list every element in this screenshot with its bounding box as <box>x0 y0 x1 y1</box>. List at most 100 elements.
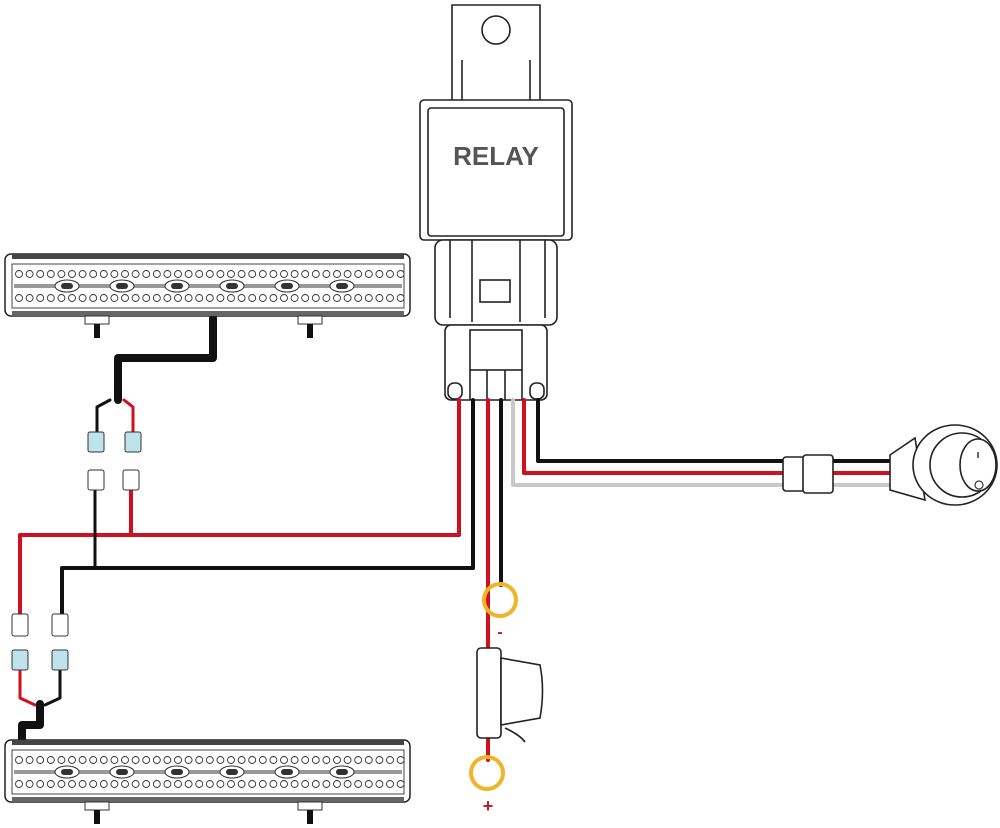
black-wire-switch <box>536 398 892 463</box>
relay-mount-hole <box>481 15 511 45</box>
led <box>322 780 331 788</box>
led <box>46 270 55 278</box>
led <box>386 294 394 302</box>
connector-top-female <box>124 431 142 453</box>
led <box>131 270 140 278</box>
led <box>36 780 45 788</box>
led <box>184 294 193 302</box>
led <box>195 270 204 278</box>
led <box>110 294 119 302</box>
led <box>25 294 34 302</box>
led <box>205 294 214 302</box>
gray-wire-switch <box>511 398 892 487</box>
led <box>237 294 246 302</box>
led <box>227 780 235 788</box>
top-bar-lead <box>114 314 217 404</box>
led <box>343 756 352 764</box>
mount-bracket <box>84 315 110 325</box>
led <box>163 270 172 278</box>
led <box>195 756 204 764</box>
led <box>57 756 66 764</box>
led <box>121 756 129 764</box>
inline-fuse-holder <box>476 647 544 743</box>
mount-bracket <box>297 801 323 811</box>
led <box>163 294 172 302</box>
center-led <box>116 769 128 775</box>
led <box>290 756 299 764</box>
led <box>184 756 193 764</box>
led <box>301 756 310 764</box>
led <box>142 756 151 764</box>
led <box>248 294 257 302</box>
led <box>396 294 405 302</box>
led <box>57 294 66 302</box>
led <box>248 780 257 788</box>
led <box>269 780 278 788</box>
center-led <box>116 283 128 289</box>
connectors <box>11 431 834 671</box>
led <box>205 270 214 278</box>
center-led <box>281 283 293 289</box>
led <box>15 270 23 278</box>
led <box>152 270 161 278</box>
led <box>290 294 299 302</box>
led <box>36 270 45 278</box>
led <box>386 756 394 764</box>
led <box>386 270 394 278</box>
led <box>354 294 363 302</box>
led <box>364 270 373 278</box>
led <box>216 270 225 278</box>
led <box>269 270 278 278</box>
led <box>333 780 341 788</box>
negative-label: - <box>497 624 502 641</box>
led <box>15 756 23 764</box>
black-wire-main <box>60 398 475 617</box>
led <box>68 780 76 788</box>
led <box>46 294 55 302</box>
led <box>99 294 108 302</box>
connector-bottom-female <box>11 649 29 671</box>
led <box>333 294 341 302</box>
led <box>237 780 246 788</box>
led <box>163 780 172 788</box>
led <box>311 780 320 788</box>
led <box>333 756 341 764</box>
led <box>15 780 23 788</box>
led <box>36 294 45 302</box>
rocker-switch <box>889 424 998 506</box>
led <box>280 270 288 278</box>
led <box>237 756 246 764</box>
led <box>46 780 55 788</box>
led <box>343 780 352 788</box>
led <box>248 270 257 278</box>
led <box>68 294 76 302</box>
led <box>375 780 384 788</box>
led <box>99 780 108 788</box>
led <box>269 756 278 764</box>
red-wire-main <box>18 398 461 617</box>
led-light-bar-top <box>4 253 411 338</box>
led <box>364 756 373 764</box>
led <box>152 756 161 764</box>
connector-top-female <box>87 431 105 453</box>
led <box>311 270 320 278</box>
led <box>25 756 34 764</box>
led <box>184 780 193 788</box>
center-led <box>61 769 73 775</box>
connector-top-male <box>122 469 140 491</box>
switch-plug <box>782 456 806 492</box>
led <box>301 270 310 278</box>
relay: RELAY <box>419 4 573 401</box>
led <box>301 294 310 302</box>
led <box>311 756 320 764</box>
led <box>68 756 76 764</box>
bottom-bar-lead <box>18 700 44 746</box>
led <box>290 780 299 788</box>
led <box>258 780 267 788</box>
center-led <box>336 283 348 289</box>
led <box>89 756 98 764</box>
led <box>354 780 363 788</box>
led <box>258 270 267 278</box>
led <box>15 294 23 302</box>
led <box>110 756 119 764</box>
